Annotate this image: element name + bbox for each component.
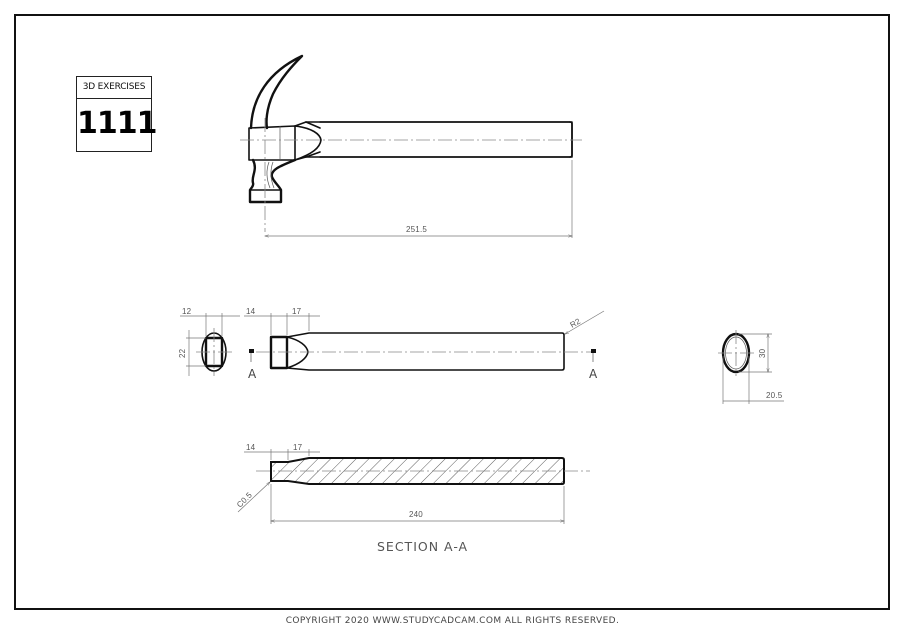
dim-handle-length: 240 [409, 510, 423, 519]
dim-section-neck: 14 [246, 443, 256, 452]
section-title: SECTION A-A [377, 539, 468, 554]
dim-end-radius: R2 [569, 316, 583, 329]
head-block [248, 125, 296, 161]
head-neck [248, 158, 297, 204]
copyright-footer: COPYRIGHT 2020 WWW.STUDYCADCAM.COM ALL R… [285, 616, 620, 626]
section-mark-right: A [589, 367, 598, 381]
claw-outline [249, 54, 304, 130]
dim-neck-length: 14 [246, 307, 256, 316]
dim-end-width: 20.5 [766, 391, 783, 400]
hammer-side-view: 251.5 [240, 54, 582, 238]
exercise-number: 1111 [77, 106, 158, 141]
section-a-a-view: 14 17 C0.5 240 SECTION A-A [235, 443, 590, 554]
dim-overall-length: 251.5 [406, 225, 427, 234]
badge-header: 3D EXERCISES [77, 77, 151, 99]
handle-front-view: 12 22 A 14 17 R2 [178, 307, 605, 381]
dim-head-width: 12 [182, 307, 192, 316]
sheet-border [14, 14, 890, 610]
dim-taper-length: 17 [292, 307, 302, 316]
section-mark-left: A [248, 367, 257, 381]
dim-end-height: 30 [758, 348, 767, 358]
dim-head-height: 22 [178, 348, 187, 358]
dim-section-taper: 17 [293, 443, 303, 452]
exercise-badge: 3D EXERCISES 1111 [76, 76, 158, 152]
handle-end-view: 30 20.5 [718, 330, 784, 404]
